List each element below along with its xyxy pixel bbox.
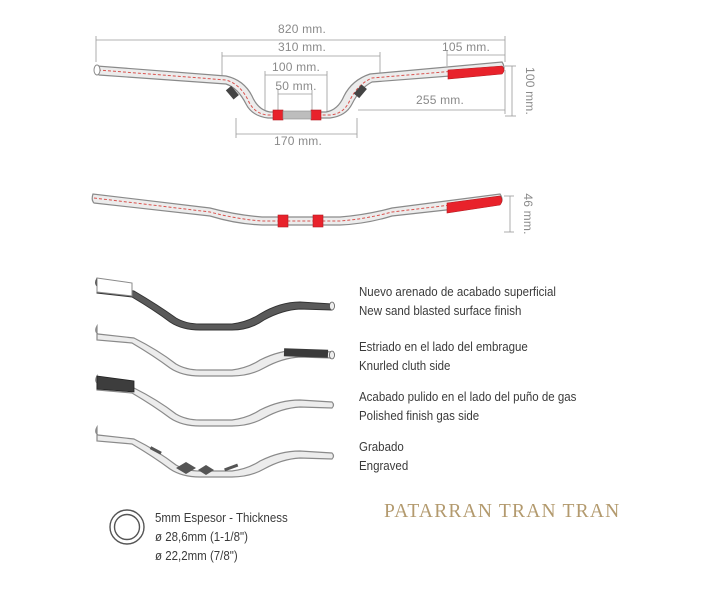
dim-grip-length: 105 mm.: [442, 40, 490, 54]
feature-engraved-es: Grabado: [359, 440, 404, 454]
dim-overall: 820 mm.: [278, 22, 326, 36]
flat-handlebar-view: [91, 193, 514, 233]
dim-rise: 100 mm.: [523, 67, 537, 115]
dimension-guides: [95, 36, 516, 138]
polished-bar: [95, 373, 335, 427]
flat-right-clamp: [312, 214, 324, 228]
feature-polished-en: Polished finish gas side: [359, 409, 480, 423]
thickness-line-3: ø 22,2mm (7/8"): [155, 549, 238, 563]
left-clamp-mark: [272, 109, 284, 121]
feature-sandblasted-es: Nuevo arenado de acabado superficial: [359, 285, 556, 299]
knurled-bar: [95, 323, 335, 377]
right-bend-mark: [353, 84, 367, 99]
dim-inner-width: 100 mm.: [272, 60, 320, 74]
feature-knurled-en: Knurled cluth side: [359, 359, 451, 373]
flat-bar-outline: [91, 193, 503, 226]
engraved-bar: [95, 424, 335, 478]
top-handlebar-view: [93, 36, 516, 138]
left-bend-mark: [225, 85, 239, 100]
brand-watermark: PATARRAN TRAN TRAN: [384, 501, 621, 522]
dim-bottom-width: 170 mm.: [274, 134, 322, 148]
tube-cross-section-icon: [109, 509, 145, 545]
thickness-line-1: 5mm Espesor - Thickness: [155, 511, 288, 525]
feature-knurled: Estriado en el lado del embrague Knurled…: [359, 338, 528, 376]
thickness-line-2: ø 28,6mm (1-1/8"): [155, 530, 248, 544]
feature-engraved-en: Engraved: [359, 459, 409, 473]
feature-polished-es: Acabado pulido en el lado del puño de ga…: [359, 390, 577, 404]
sandblasted-bar: [95, 277, 335, 331]
left-end-plug: [93, 64, 101, 76]
dim-center-width: 310 mm.: [278, 40, 326, 54]
feature-sandblasted: Nuevo arenado de acabado superficial New…: [359, 283, 556, 321]
feature-knurled-es: Estriado en el lado del embrague: [359, 340, 528, 354]
right-clamp-mark: [310, 109, 322, 121]
feature-sandblasted-en: New sand blasted surface finish: [359, 304, 522, 318]
dim-flat-rise: 46 mm.: [521, 193, 535, 234]
top-grip-red: [447, 65, 505, 80]
dim-knurl-width: 50 mm.: [275, 79, 316, 93]
thickness-specs: 5mm Espesor - Thickness ø 28,6mm (1-1/8"…: [155, 509, 288, 566]
dim-bend-to-end: 255 mm.: [416, 93, 464, 107]
flat-left-clamp: [277, 214, 289, 228]
feature-engraved: Grabado Engraved: [359, 438, 408, 476]
flat-grip-red: [446, 195, 503, 214]
feature-polished: Acabado pulido en el lado del puño de ga…: [359, 388, 576, 426]
